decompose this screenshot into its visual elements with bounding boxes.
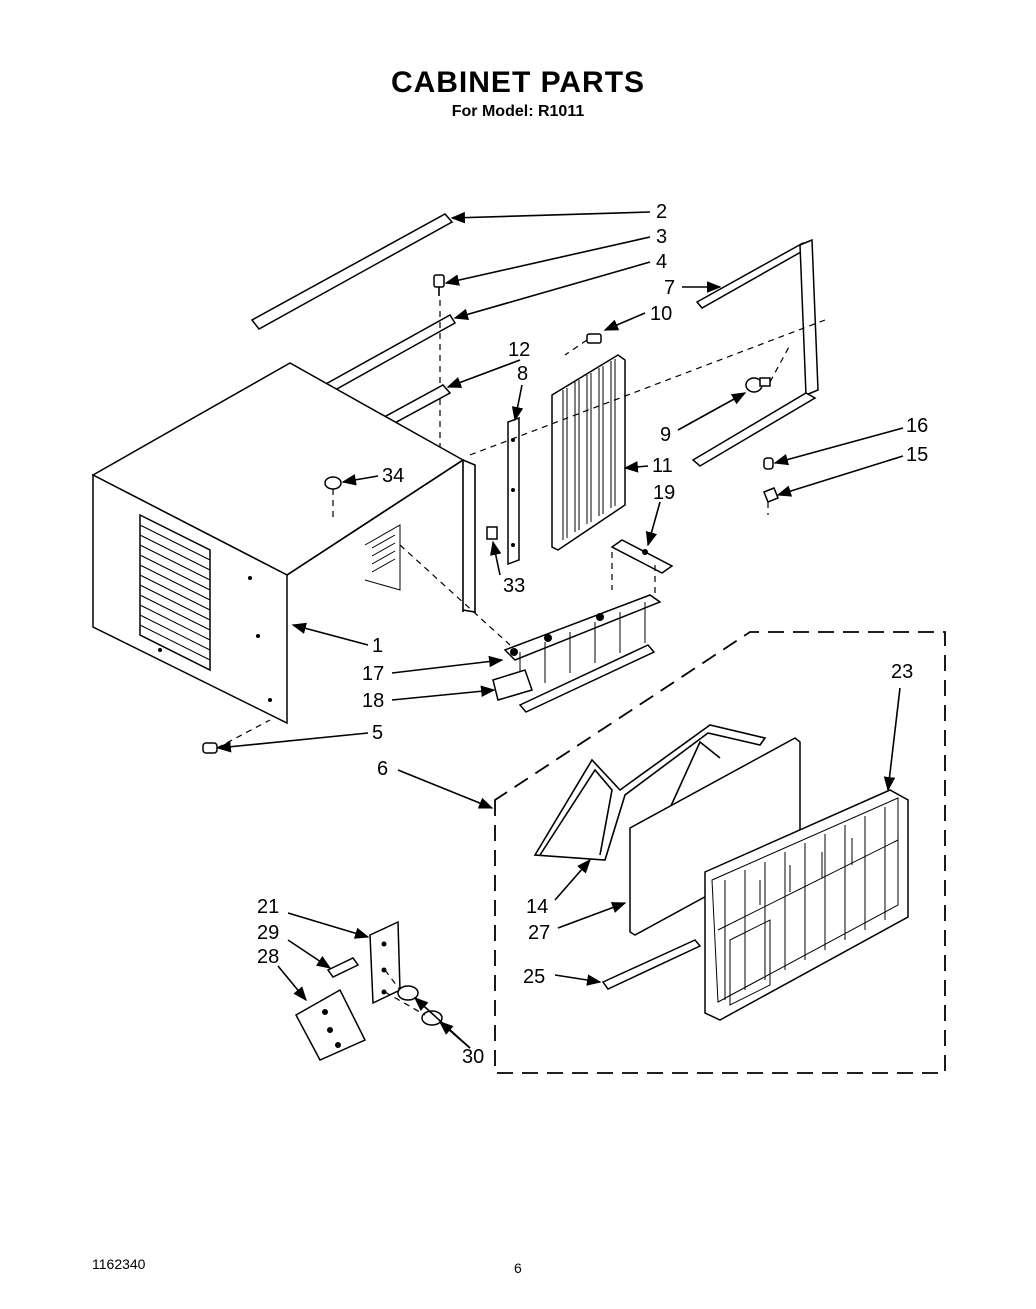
callout-11: 11	[652, 455, 673, 477]
part-30-fasteners	[384, 969, 443, 1026]
callout-9: 9	[660, 424, 671, 446]
part-6-front-assembly-box	[494, 631, 946, 1074]
part-2-rail	[250, 213, 454, 330]
part-18-drain-pan	[492, 644, 656, 713]
callout-23: 23	[891, 661, 913, 683]
part-16-screw	[763, 457, 774, 470]
callout-34: 34	[382, 465, 404, 487]
part-9-knob	[745, 344, 791, 393]
callout-7: 7	[664, 277, 675, 299]
callout-27: 27	[528, 922, 550, 944]
callout-1: 1	[372, 635, 383, 657]
callout-16: 16	[906, 415, 928, 437]
callout-8: 8	[517, 363, 528, 385]
leader-lines	[216, 211, 904, 1049]
callout-5: 5	[372, 722, 383, 744]
callout-6: 6	[377, 758, 388, 780]
cabinet-louvres	[139, 513, 211, 672]
part-3-screw	[433, 274, 445, 296]
callout-2: 2	[656, 201, 667, 223]
callout-3: 3	[656, 226, 667, 248]
callout-15: 15	[906, 444, 928, 466]
part-21-plate	[369, 920, 401, 1005]
callout-12: 12	[508, 339, 530, 361]
document-number: 1162340	[92, 1256, 146, 1272]
callout-21: 21	[257, 896, 279, 918]
callout-19: 19	[653, 482, 675, 504]
callout-29: 29	[257, 922, 279, 944]
model-subtitle: For Model: R1011	[451, 103, 585, 120]
page-number: 6	[514, 1260, 522, 1276]
part-17-base	[399, 544, 662, 692]
part-29-bar	[326, 957, 360, 978]
callout-33: 33	[503, 575, 525, 597]
part-11-louvre-panel	[551, 354, 626, 551]
callout-14: 14	[526, 896, 548, 918]
part-19-bracket	[610, 539, 674, 598]
callout-30: 30	[462, 1046, 484, 1068]
part-14-wire-frame	[533, 724, 767, 861]
part-25-strip	[601, 939, 702, 990]
part-33-clip	[486, 526, 498, 540]
part-23-front-grille	[704, 789, 909, 1021]
part-1-cabinet	[91, 362, 476, 725]
part-34-bumper	[324, 476, 342, 520]
callout-17: 17	[362, 663, 384, 685]
callout-18: 18	[362, 690, 384, 712]
part-5-screw	[202, 719, 271, 754]
part-28-bracket	[294, 988, 367, 1061]
callout-10: 10	[650, 303, 672, 325]
part-8-strip	[507, 416, 520, 566]
callout-28: 28	[257, 946, 279, 968]
callout-numbers: 2 3 4 7 10 12 8 9 11 16 15 19 34 33 1 17…	[257, 201, 928, 1068]
callout-25: 25	[523, 966, 545, 988]
page-title: CABINET PARTS	[390, 66, 646, 99]
part-15-clip	[763, 487, 779, 515]
callout-4: 4	[656, 251, 667, 273]
part-10-screw	[564, 333, 602, 356]
part-7-frame	[469, 238, 826, 467]
